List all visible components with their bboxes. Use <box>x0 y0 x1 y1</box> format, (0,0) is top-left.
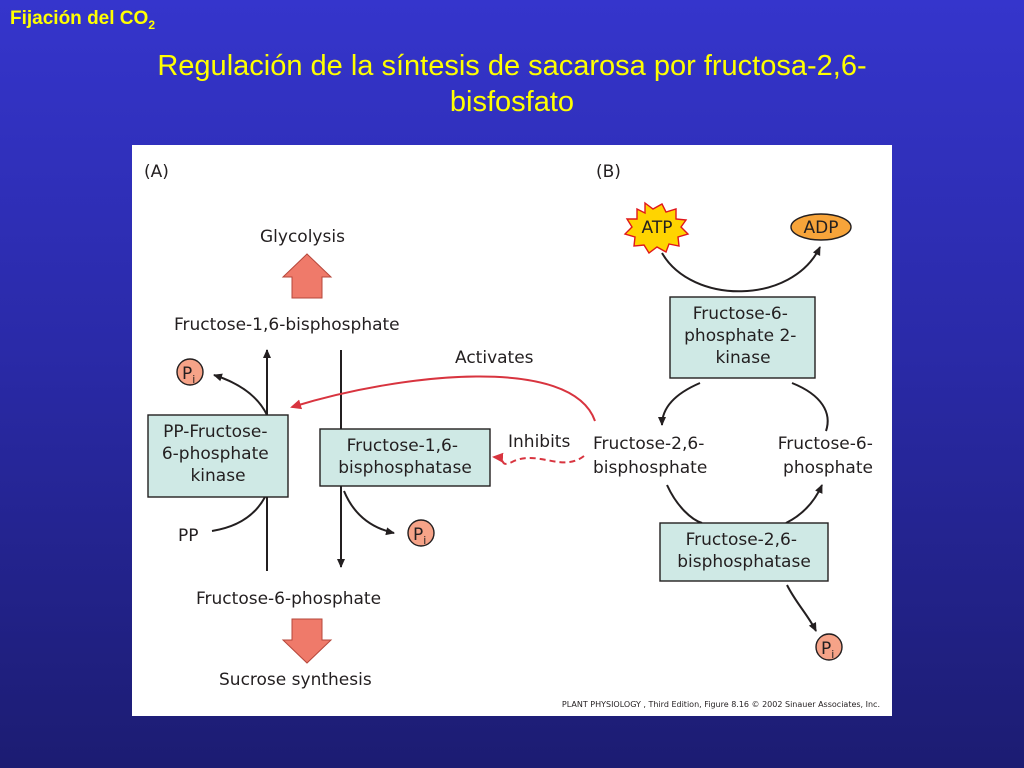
pfp-enzyme-label: PP-Fructose- 6-phosphate kinase <box>162 422 274 486</box>
activates-label: Activates <box>455 348 534 368</box>
sucrose-label: Sucrose synthesis <box>219 670 372 690</box>
inhibits-label: Inhibits <box>508 432 570 452</box>
glycolysis-arrow <box>281 253 333 299</box>
activates-arrow <box>290 375 596 422</box>
pi-icon <box>407 519 435 547</box>
f6p-label: Fructose-6-phosphate <box>196 589 381 609</box>
pi-label: Pi <box>413 525 426 547</box>
header-label: Fijación del CO2 <box>10 8 155 32</box>
pi-release-arrow <box>343 490 395 536</box>
sucrose-arrow <box>281 618 333 664</box>
atp-burst-icon <box>623 201 690 255</box>
pfk2-enzyme-box <box>669 296 816 379</box>
panel-a-label: (A) <box>144 162 169 182</box>
pfp-enzyme-box <box>147 414 289 498</box>
kinase-to-f26bp-arrow <box>658 382 701 426</box>
f26bp-label: Fructose-2,6- bisphosphate <box>593 434 710 478</box>
pi-release-arrow <box>213 373 268 416</box>
pfk2-enzyme-label: Fructose-6- phosphate 2- kinase <box>684 304 802 368</box>
glycolysis-label: Glycolysis <box>260 227 345 247</box>
f6p-b-label: Fructose-6- phosphate <box>778 434 879 478</box>
slide-title: Regulación de la síntesis de sacarosa po… <box>70 48 954 120</box>
pi-release-arrow <box>786 584 817 632</box>
figure-credit: PLANT PHYSIOLOGY , Third Edition, Figure… <box>562 700 880 709</box>
f26bpase-enzyme-label: Fructose-2,6- bisphosphatase <box>677 530 811 572</box>
f6p-to-kinase-curve <box>791 382 829 432</box>
adp-label: ADP <box>804 218 839 238</box>
panel-b-label: (B) <box>596 162 621 182</box>
phosphatase-to-f6p-arrow <box>785 484 823 524</box>
slide-title-line-1: Regulación de la síntesis de sacarosa po… <box>157 50 867 82</box>
fbpase-enzyme-box <box>319 428 491 487</box>
pathway-diagram: (A) Glycolysis Fructose-1,6-bisphosphate… <box>144 162 880 709</box>
f26bp-to-phosphatase-curve <box>666 484 703 524</box>
pi-label: Pi <box>821 639 834 661</box>
pi-icon <box>815 633 843 661</box>
pi-label: Pi <box>182 364 195 386</box>
pi-icon <box>176 358 204 386</box>
inhibits-arrow <box>492 452 585 465</box>
adp-oval-icon <box>790 213 852 241</box>
atp-label: ATP <box>642 218 673 238</box>
pp-label: PP <box>178 526 199 546</box>
atp-adp-arrow <box>661 246 821 293</box>
f26bpase-enzyme-box <box>659 522 829 582</box>
figure-panel: (A) Glycolysis Fructose-1,6-bisphosphate… <box>132 145 892 716</box>
fbpase-enzyme-label: Fructose-1,6- bisphosphatase <box>338 436 472 478</box>
fbp-label: Fructose-1,6-bisphosphate <box>174 315 400 335</box>
pp-input-curve <box>211 496 266 532</box>
slide-title-line-2: bisfosfato <box>449 86 575 118</box>
